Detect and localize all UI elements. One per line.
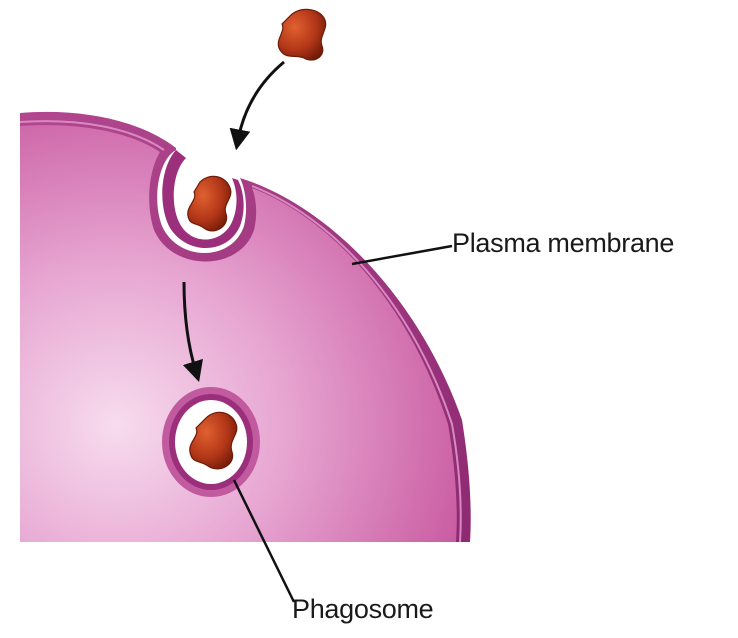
arrow-icon [238,62,284,140]
particle-icon [278,9,325,60]
phagosome-label: Phagosome [292,594,433,625]
plasma-membrane-label: Plasma membrane [452,228,674,259]
plasma-membrane-leader [352,246,452,264]
